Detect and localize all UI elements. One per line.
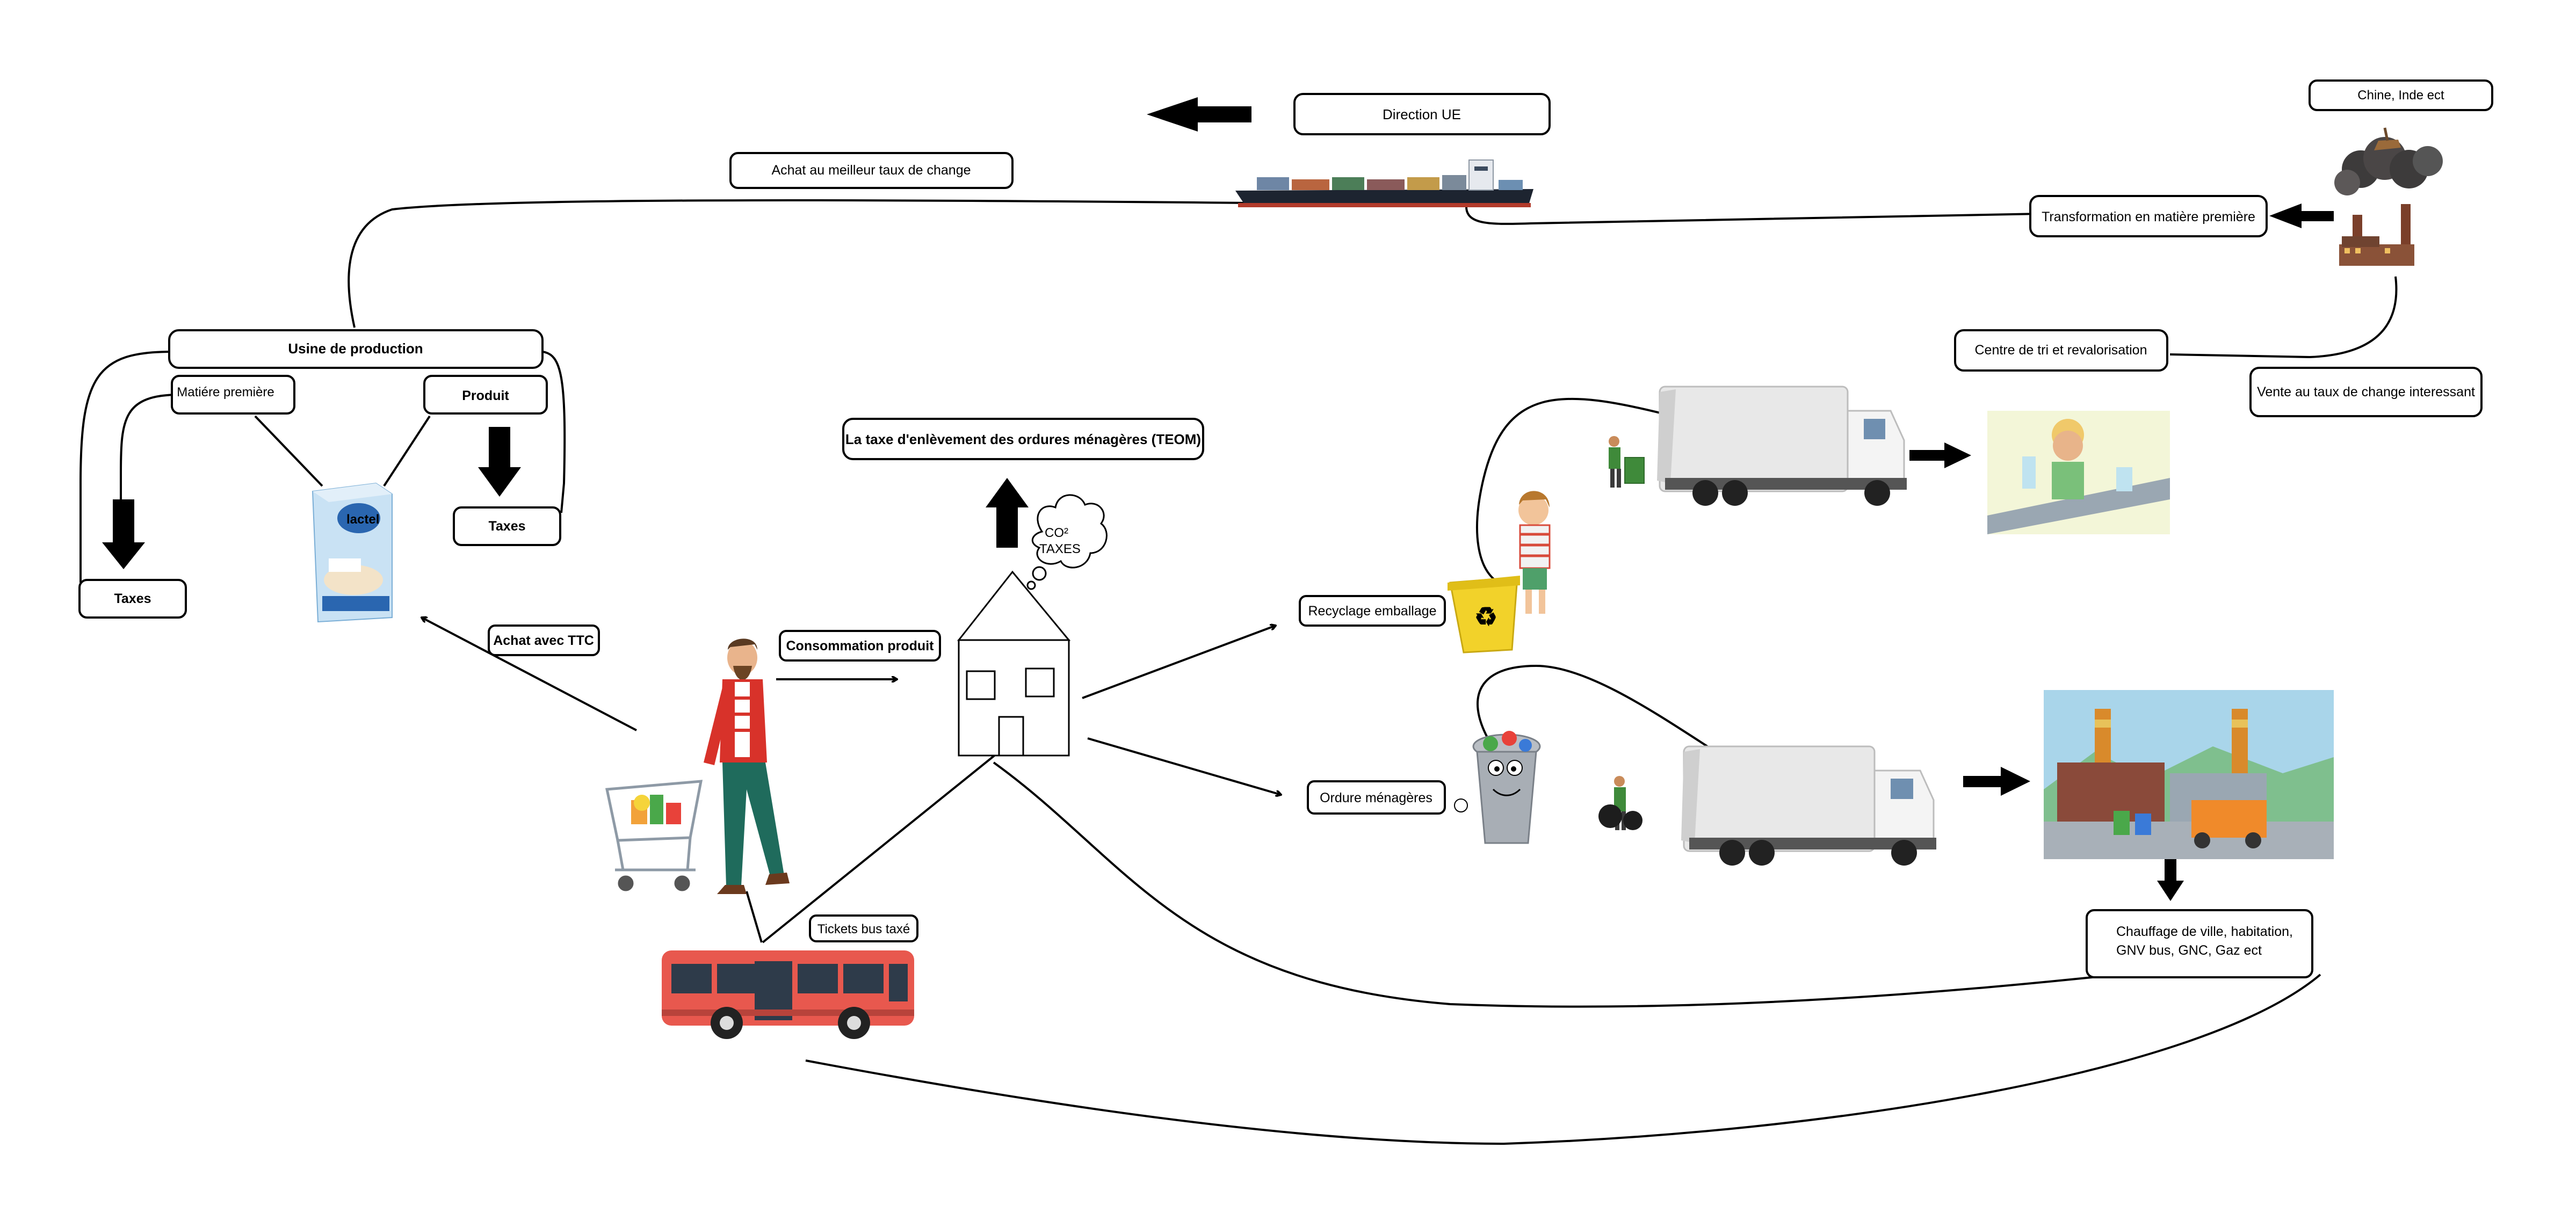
label-produit: Produit: [462, 388, 509, 403]
box-transformation: [2029, 195, 2268, 237]
label-co2-line2: TAXES: [1039, 542, 1081, 556]
connector-house-chauffage: [993, 761, 2103, 1008]
box-recyclage: [1299, 595, 1446, 627]
label-centre-tri: Centre de tri et revalorisation: [1975, 343, 2147, 358]
garbage-truck-2-icon: [1681, 745, 1936, 866]
waste-plant-icon: [2044, 690, 2334, 859]
label-achat-meilleur-taux: Achat au meilleur taux de change: [771, 163, 971, 178]
thought-cloud-icon: [1026, 494, 1108, 590]
box-taxes-right: [453, 506, 561, 546]
arrow-man-carton: [422, 618, 637, 731]
label-taxes-right: Taxes: [488, 519, 525, 534]
block-arrow-transformation: [2269, 204, 2334, 228]
connector-factory-centre: [2169, 276, 2398, 359]
box-vente-taux: [2249, 367, 2483, 417]
container-ship-icon: [1235, 159, 1533, 207]
label-chauffage-line2: GNV bus, GNC, Gaz ect: [2116, 943, 2262, 958]
text-labels: Direction UE Chine, Inde ect Achat au me…: [114, 88, 2474, 958]
box-tickets: [809, 914, 918, 942]
label-direction-ue: Direction UE: [1383, 106, 1461, 122]
worker-icon: [1609, 436, 1645, 488]
bus-icon: [662, 950, 914, 1039]
connector-produit-carton: [383, 415, 431, 487]
box-teom: [842, 418, 1204, 460]
label-achat-ttc: Achat avec TTC: [493, 633, 594, 648]
recycling-worker-icon: [1987, 411, 2170, 534]
label-co2-line1: CO²: [1045, 526, 1068, 540]
box-ordure: [1307, 780, 1446, 815]
child-icon: [1518, 491, 1551, 614]
box-chauffage: [2086, 909, 2313, 978]
recycling-bin-icon: ♻: [1448, 576, 1520, 653]
label-ordure: Ordure ménagères: [1320, 790, 1432, 805]
label-tickets-bus: Tickets bus taxé: [817, 922, 910, 936]
label-matiere-premiere: Matiére première: [177, 385, 274, 400]
shopping-cart-icon: [605, 780, 703, 891]
connector-usine-ship: [348, 199, 1247, 328]
connector-bus-house: [762, 740, 1014, 943]
block-arrow-direction-ue: [1147, 97, 1251, 132]
garbage-truck-icon: [1657, 386, 1907, 506]
arrow-house-recyclage: [1082, 626, 1276, 699]
trash-can-icon: [1454, 731, 1541, 844]
box-chine-inde: [2309, 79, 2493, 111]
connector-truck-child: [1476, 397, 1674, 584]
box-taxes-left: [78, 579, 187, 619]
connector-usine-taxes-right: [542, 351, 566, 513]
bag-worker-icon: [1598, 776, 1642, 830]
connector-lines: [79, 199, 2398, 1145]
box-usine: [168, 329, 544, 369]
box-direction-ue: [1293, 93, 1551, 135]
label-transformation: Transformation en matière première: [2042, 209, 2255, 224]
factory-smoke-icon: [2334, 127, 2443, 266]
connector-trashcan-truck: [1477, 664, 1725, 758]
label-usine: Usine de production: [288, 340, 423, 357]
label-vente-taux: Vente au taux de change interessant: [2257, 384, 2475, 400]
label-recyclage: Recyclage emballage: [1308, 604, 1436, 619]
block-arrow-ordure: [1963, 767, 2030, 796]
connector-matiere-carton: [254, 415, 323, 487]
box-consommation: [779, 630, 941, 662]
connector-man-bus: [746, 891, 763, 943]
block-arrow-produit: [478, 427, 521, 497]
box-matiere: [171, 375, 295, 415]
arrow-house-ordure: [1087, 737, 1281, 795]
box-achat-meilleur-taux: [729, 152, 1014, 189]
house-icon: [957, 570, 1071, 757]
label-chauffage-line1: Chauffage de ville, habitation,: [2116, 924, 2293, 939]
box-achat-ttc: [488, 624, 600, 656]
block-arrow-teom: [986, 478, 1029, 548]
label-taxes-left: Taxes: [114, 591, 151, 606]
svg-text:♻: ♻: [1474, 603, 1497, 631]
block-arrow-plant-down: [2157, 854, 2184, 901]
connector-bus-chauffage: [805, 974, 2321, 1145]
block-arrow-matiere: [102, 499, 145, 569]
label-chine-inde: Chine, Inde ect: [2357, 88, 2444, 103]
svg-text:lactel: lactel: [346, 512, 379, 527]
box-centre-tri: [1954, 329, 2168, 372]
label-boxes: [78, 79, 2493, 978]
label-teom: La taxe d'enlèvement des ordures ménagèr…: [845, 431, 1201, 447]
block-arrows: [102, 97, 2334, 901]
shopper-man-icon: [704, 638, 790, 894]
connector-usine-taxes-left: [79, 351, 172, 583]
box-produit: [423, 375, 548, 415]
connector-ship-transformation: [1465, 206, 2042, 225]
block-arrow-recyclage: [1909, 442, 1971, 468]
connector-matiere-arrow: [120, 394, 180, 499]
label-consommation: Consommation produit: [786, 638, 935, 653]
open-arrows: [422, 618, 1281, 795]
milk-carton-icon: lactel: [312, 482, 393, 623]
